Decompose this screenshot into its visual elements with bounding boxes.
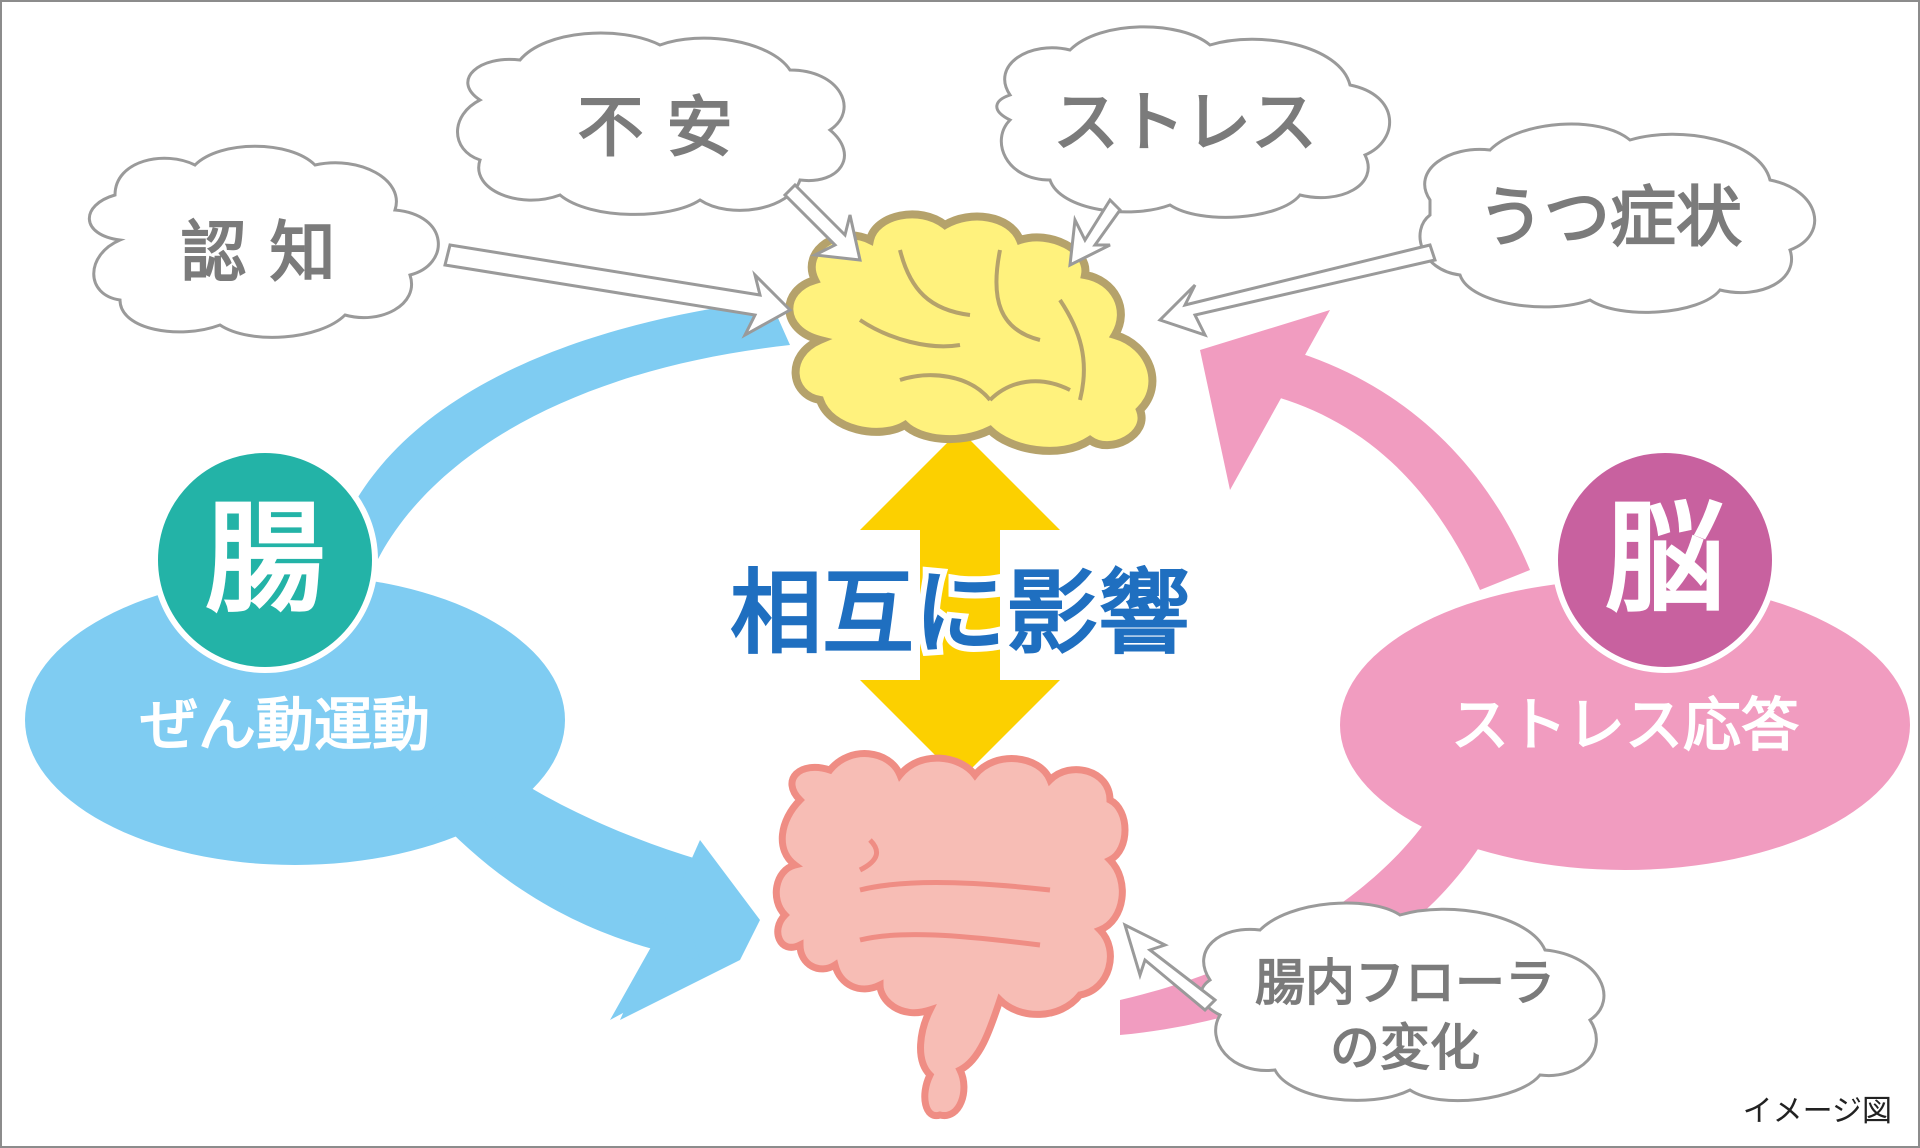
cloud-stress-label: ストレス — [1053, 84, 1317, 161]
stress-response-label: ストレス応答 — [1451, 691, 1800, 759]
image-note: イメージ図 — [1742, 1094, 1892, 1129]
gut-cycle-arrow — [25, 300, 790, 1020]
brain-badge — [1552, 447, 1778, 673]
intestine-icon — [772, 750, 1129, 1120]
gut-badge — [152, 447, 378, 673]
double-arrow-icon — [860, 430, 1060, 780]
flora-line2-label: の変化 — [1330, 1019, 1480, 1077]
brain-ellipse — [1340, 580, 1910, 870]
thought-cloud-icon — [87, 25, 1817, 1103]
gut-motion-label: ぜん動運動 — [140, 691, 430, 759]
cloud-cognition-label: 認 知 — [181, 214, 336, 291]
cloud-anxiety-label: 不 安 — [578, 89, 733, 166]
gut-badge-label: 腸 — [205, 490, 325, 629]
brain-icon — [785, 210, 1157, 455]
cloud-depression-label: うつ症状 — [1478, 179, 1743, 256]
flora-line1-label: 腸内フローラ — [1255, 954, 1555, 1012]
mutual-influence-label: 相互に影響 — [730, 560, 1190, 667]
brain-badge-label: 脳 — [1605, 490, 1725, 629]
thought-arrows — [443, 182, 1437, 1013]
gut-ellipse — [25, 575, 565, 865]
